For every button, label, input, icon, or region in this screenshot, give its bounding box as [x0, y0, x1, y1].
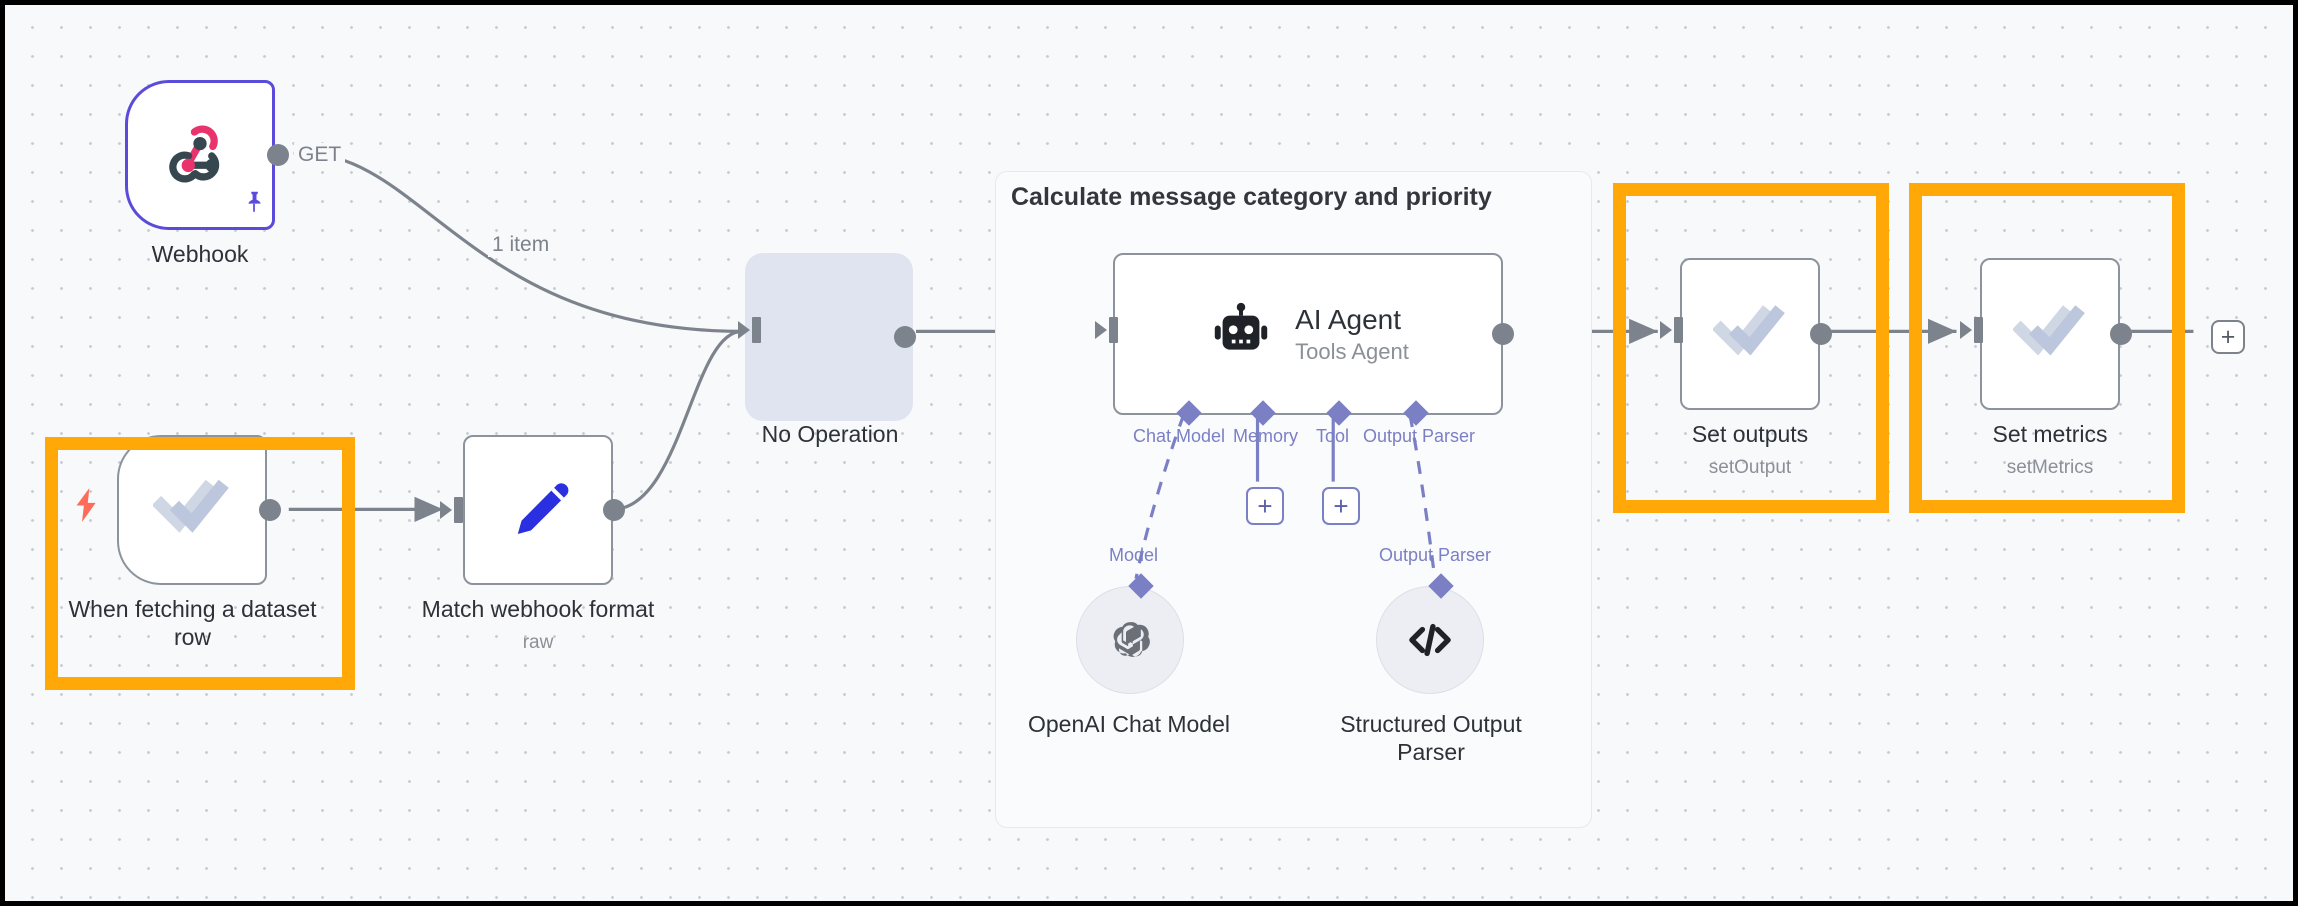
- ai-agent-node-box[interactable]: AI Agent Tools Agent: [1113, 253, 1503, 415]
- webhook-node-box[interactable]: [125, 80, 275, 230]
- openai-icon: [1113, 622, 1150, 657]
- set-outputs-output-port[interactable]: [1810, 323, 1832, 345]
- add-memory-button[interactable]: +: [1246, 487, 1284, 525]
- set-outputs-input-arrow: [1660, 321, 1672, 339]
- match-webhook-node-label: Match webhook format: [421, 596, 655, 622]
- structured-output-parser-node[interactable]: [1376, 586, 1484, 694]
- openai-chat-model-node[interactable]: [1076, 586, 1184, 694]
- set-metrics-node-box[interactable]: [1980, 258, 2120, 410]
- match-webhook-output-port[interactable]: [603, 499, 625, 521]
- match-webhook-input-port[interactable]: [454, 497, 463, 523]
- add-node-button[interactable]: +: [2211, 320, 2245, 354]
- openai-chat-model-port-label: Model: [1109, 545, 1159, 565]
- no-operation-input-port[interactable]: [752, 317, 761, 343]
- add-tool-button[interactable]: +: [1322, 487, 1360, 525]
- dataset-trigger-output-port[interactable]: [259, 499, 281, 521]
- webhook-output-port[interactable]: [267, 144, 289, 166]
- set-outputs-node-sublabel: setOutput: [1708, 457, 1792, 478]
- structured-output-parser-label: Structured Output Parser: [1340, 711, 1522, 766]
- match-webhook-input-arrow: [440, 501, 452, 519]
- no-operation-output-port[interactable]: [894, 326, 916, 348]
- no-operation-input-arrow: [738, 321, 750, 339]
- ai-port-label-output-parser: Output Parser: [1363, 426, 1476, 446]
- highlight-box-dataset-trigger: [45, 437, 355, 690]
- double-check-icon: [153, 479, 229, 533]
- edge-label-1-item: 1 item: [488, 233, 554, 257]
- ai-agent-title: AI Agent: [1295, 303, 1401, 335]
- pin-icon[interactable]: [241, 187, 267, 222]
- highlight-box-set-outputs: [1613, 183, 1889, 513]
- set-metrics-input-port[interactable]: [1974, 317, 1983, 343]
- double-check-icon: [1713, 305, 1785, 356]
- no-operation-selection-glow: [745, 253, 913, 421]
- ai-agent-input-port[interactable]: [1109, 317, 1118, 343]
- pencil-icon: [517, 483, 569, 535]
- set-metrics-input-arrow: [1960, 321, 1972, 339]
- webhook-node-label: Webhook: [151, 241, 249, 267]
- openai-chat-model-label: OpenAI Chat Model: [1027, 711, 1230, 737]
- set-metrics-node-label: Set metrics: [1992, 421, 2108, 447]
- match-webhook-node-sublabel: raw: [522, 632, 554, 653]
- highlight-box-set-metrics: [1909, 183, 2185, 513]
- ai-agent-output-port[interactable]: [1492, 323, 1514, 345]
- ai-port-label-memory: Memory: [1233, 426, 1299, 446]
- group-title: Calculate message category and priority: [1011, 183, 1492, 211]
- set-metrics-node-sublabel: setMetrics: [2006, 457, 2094, 478]
- dataset-trigger-node-box[interactable]: [117, 435, 267, 585]
- dataset-trigger-node-label: When fetching a dataset row: [68, 596, 317, 651]
- ai-agent-subtitle: Tools Agent: [1295, 338, 1409, 364]
- ai-port-label-tool: Tool: [1316, 426, 1350, 446]
- webhook-icon: [169, 125, 220, 183]
- ai-agent-input-arrow: [1095, 321, 1107, 339]
- robot-icon: [1214, 302, 1268, 350]
- webhook-output-port-label: GET: [294, 143, 346, 167]
- double-check-icon: [2013, 305, 2085, 356]
- set-outputs-node-label: Set outputs: [1691, 421, 1809, 447]
- set-outputs-input-port[interactable]: [1674, 317, 1683, 343]
- set-metrics-output-port[interactable]: [2110, 323, 2132, 345]
- match-webhook-node-box[interactable]: [463, 435, 613, 585]
- no-operation-node-label: No Operation: [761, 421, 899, 447]
- ai-port-label-chat-model: Chat Model: [1133, 426, 1226, 446]
- code-brackets-icon: [1409, 623, 1451, 657]
- structured-output-parser-port-label: Output Parser: [1379, 545, 1492, 565]
- lightning-bolt-icon: [75, 488, 99, 527]
